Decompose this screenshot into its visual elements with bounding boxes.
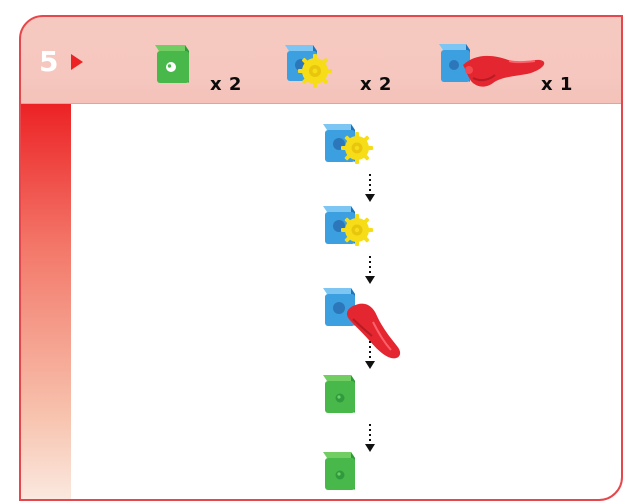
stack-piece-gear-2 (317, 202, 377, 254)
blue-tail-part (435, 39, 549, 97)
dotted-arrow-icon-1 (365, 174, 375, 202)
step-number: 5 (39, 45, 58, 78)
blue-tail-stack-icon (323, 288, 401, 359)
blue-gear-stack-icon (323, 124, 373, 164)
blue-gear-stack-icon (323, 206, 373, 246)
instruction-panel: 5 x 2 (19, 15, 623, 501)
blue-gear-count: x 2 (360, 74, 392, 95)
blue-gear-icon (285, 45, 332, 88)
stack-piece-green-1 (317, 371, 369, 423)
blue-tail-icon (439, 44, 545, 87)
dotted-arrow-icon-3 (365, 341, 375, 369)
green-cube-icon (155, 45, 189, 83)
stack-piece-tail (317, 284, 413, 372)
stack-piece-gear-1 (317, 120, 377, 172)
blue-tail-count: x 1 (541, 74, 573, 95)
step-arrow-icon (71, 54, 83, 70)
dotted-arrow-icon-2 (365, 256, 375, 284)
blue-gear-part (277, 41, 337, 95)
green-cube-part (149, 41, 193, 91)
green-cube-count: x 2 (210, 74, 242, 95)
green-cube-stack-icon (323, 452, 355, 490)
stack-piece-green-2 (317, 448, 369, 499)
green-cube-stack-icon (323, 375, 355, 413)
dotted-arrow-icon-4 (365, 424, 375, 452)
